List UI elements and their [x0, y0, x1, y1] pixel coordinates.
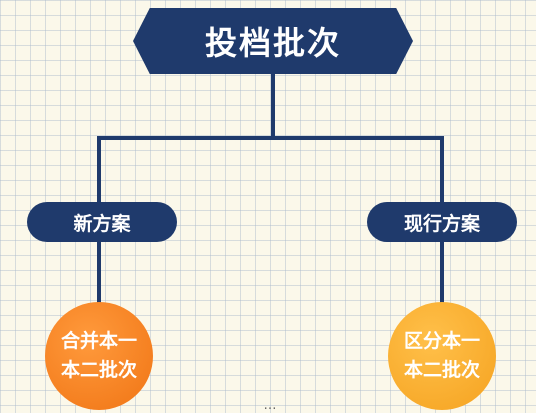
result-text-line1: 区分本一	[403, 330, 480, 352]
branch-label: 现行方案	[403, 212, 480, 235]
result-text-line2: 本二批次	[60, 359, 137, 381]
connector-trunk	[271, 74, 275, 139]
result-text-line1: 合并本一	[60, 330, 137, 352]
caption-text: …	[263, 398, 277, 413]
branch-current-scheme: 现行方案	[367, 202, 517, 242]
connector-right-down	[440, 136, 444, 202]
result-circle-separate: 区分本一 本二批次	[388, 302, 496, 410]
title-text: 投档批次	[204, 24, 341, 62]
connector-left-down	[97, 136, 101, 202]
title-banner: 投档批次	[133, 8, 413, 74]
result-circle-merged: 合并本一 本二批次	[45, 302, 153, 410]
connector-right-lower	[440, 242, 444, 304]
connector-horizontal	[97, 136, 444, 140]
result-text-line2: 本二批次	[403, 359, 480, 381]
branch-new-scheme: 新方案	[27, 202, 177, 242]
branch-label: 新方案	[73, 212, 131, 235]
connector-left-lower	[97, 242, 101, 304]
